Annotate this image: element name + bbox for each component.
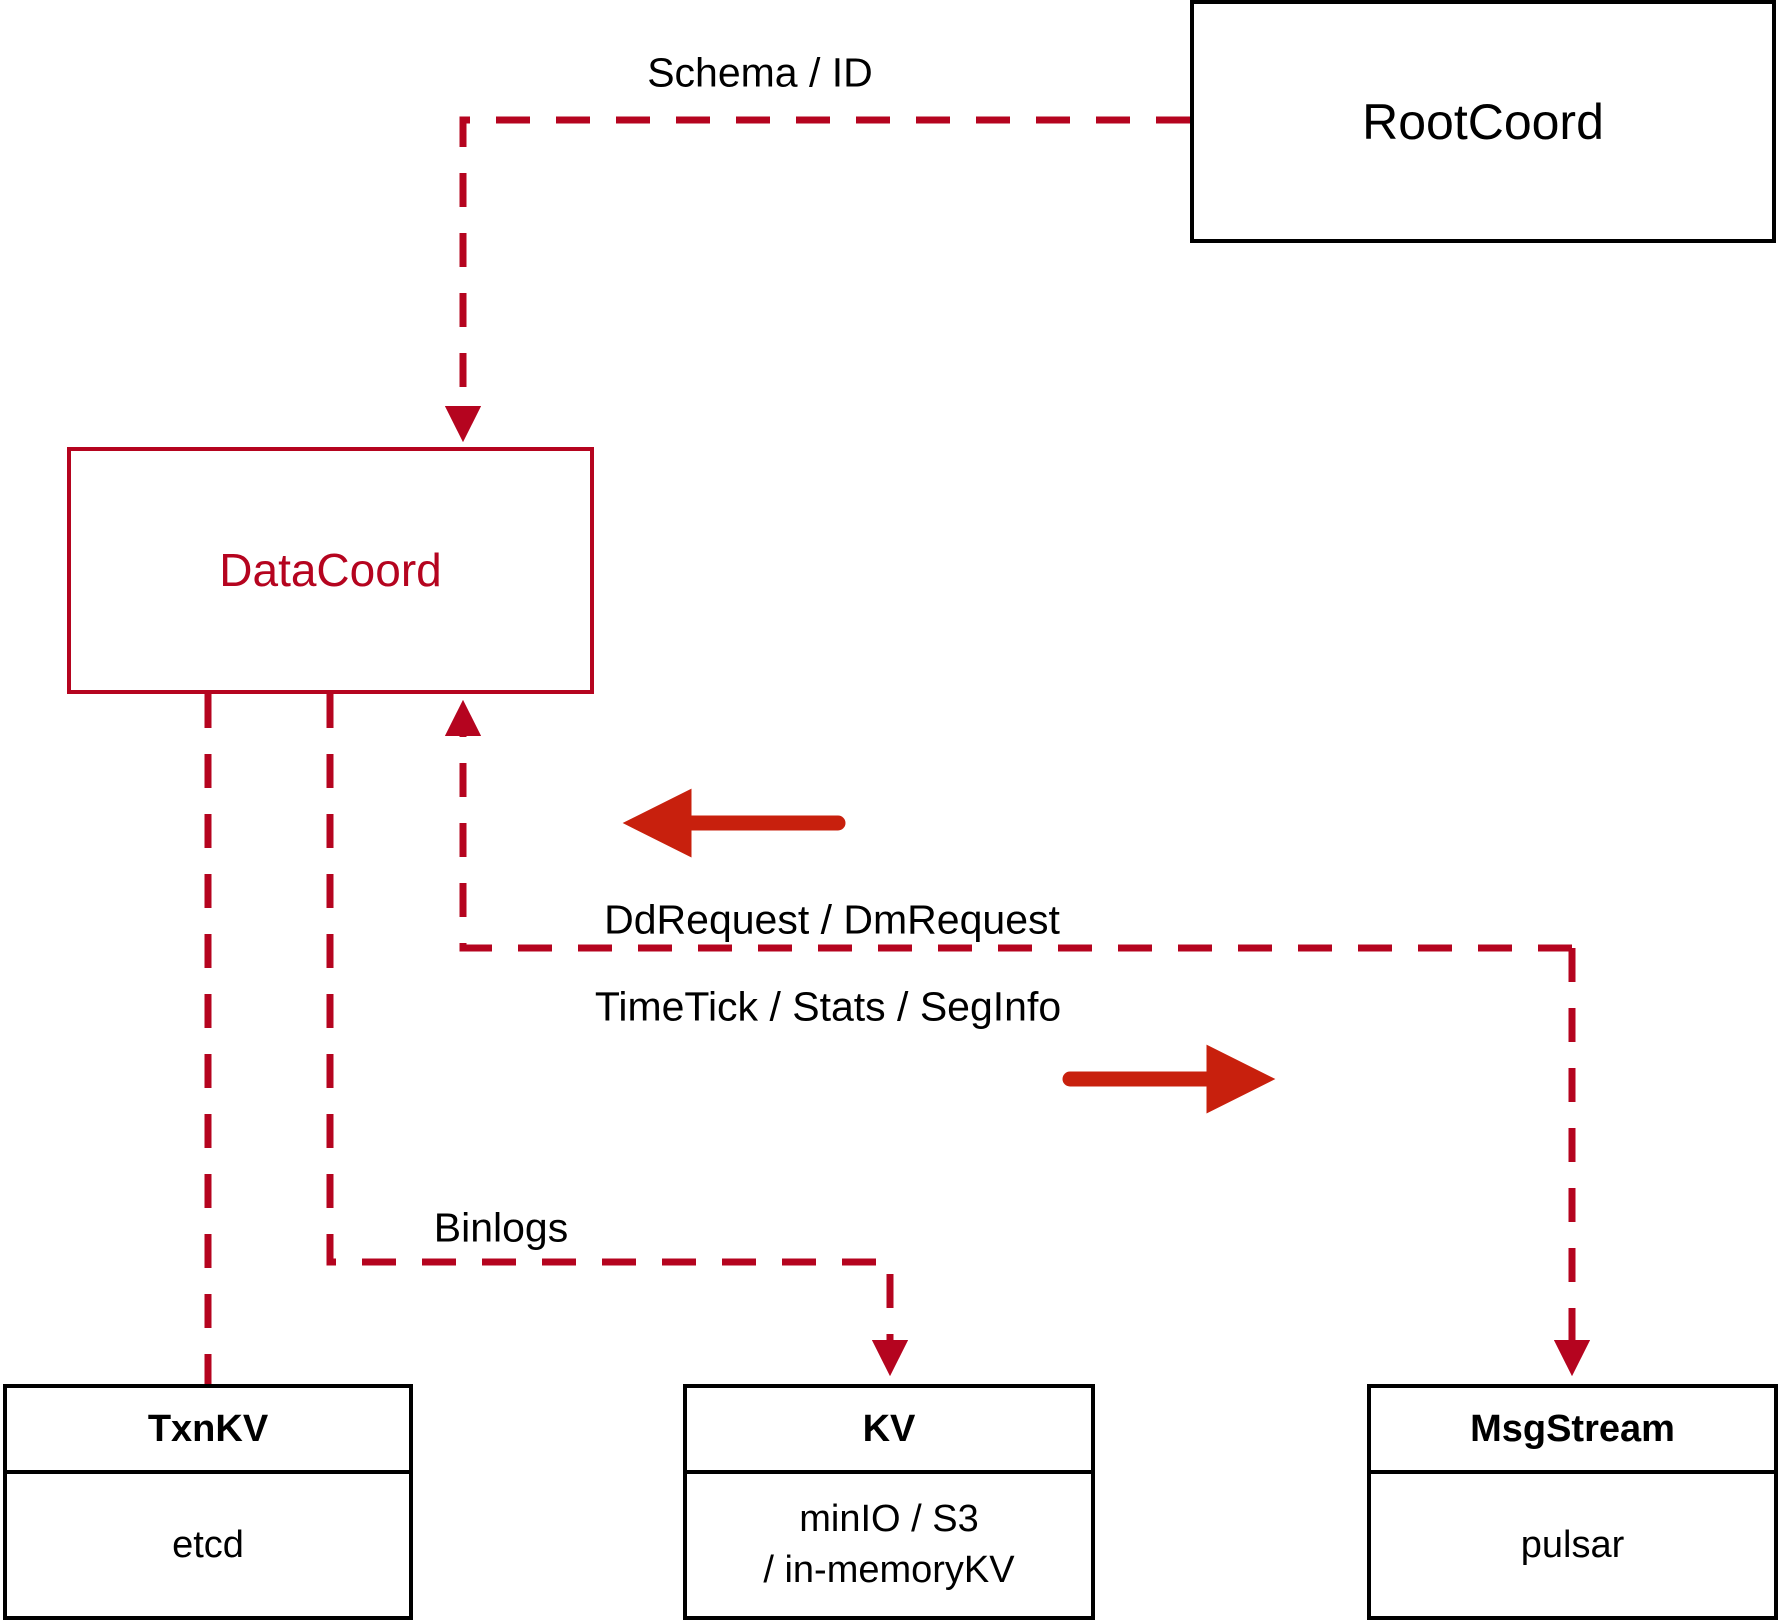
node-txnkv[interactable]: TxnKV etcd bbox=[3, 1384, 413, 1620]
node-txnkv-body-cell: etcd bbox=[7, 1474, 409, 1616]
node-msgstream[interactable]: MsgStream pulsar bbox=[1367, 1384, 1778, 1620]
node-kv-body: minIO / S3 / in-memoryKV bbox=[763, 1498, 1015, 1591]
node-msgstream-divider bbox=[1371, 1470, 1774, 1474]
edge-label-binlogs: Binlogs bbox=[433, 1204, 569, 1251]
node-datacoord[interactable]: DataCoord bbox=[67, 447, 594, 694]
node-datacoord-label: DataCoord bbox=[219, 544, 442, 597]
node-msgstream-header-cell: MsgStream bbox=[1371, 1388, 1774, 1470]
node-rootcoord-label: RootCoord bbox=[1362, 93, 1604, 150]
node-txnkv-body: etcd bbox=[172, 1523, 244, 1566]
edge-label-timetick-stats-seginfo: TimeTick / Stats / SegInfo bbox=[594, 983, 1062, 1030]
edge-schema-id bbox=[444, 116, 1190, 443]
node-kv-header-cell: KV bbox=[687, 1388, 1091, 1470]
node-rootcoord[interactable]: RootCoord bbox=[1190, 0, 1776, 243]
node-txnkv-divider bbox=[7, 1470, 409, 1474]
edge-label-ddrequest-dmrequest: DdRequest / DmRequest bbox=[604, 896, 1060, 943]
node-msgstream-body-cell: pulsar bbox=[1371, 1474, 1774, 1616]
node-kv-divider bbox=[687, 1470, 1091, 1474]
edge-label-schema-id: Schema / ID bbox=[647, 49, 873, 96]
node-msgstream-header: MsgStream bbox=[1470, 1407, 1675, 1450]
node-kv-header: KV bbox=[862, 1407, 916, 1450]
node-msgstream-body: pulsar bbox=[1520, 1523, 1625, 1566]
node-kv[interactable]: KV minIO / S3 / in-memoryKV bbox=[683, 1384, 1095, 1620]
node-txnkv-header: TxnKV bbox=[147, 1407, 269, 1450]
edge-ddrequest-dmrequest bbox=[444, 699, 1572, 952]
node-txnkv-header-cell: TxnKV bbox=[7, 1388, 409, 1470]
node-kv-body-cell: minIO / S3 / in-memoryKV bbox=[687, 1474, 1091, 1616]
edge-binlogs bbox=[326, 694, 909, 1377]
